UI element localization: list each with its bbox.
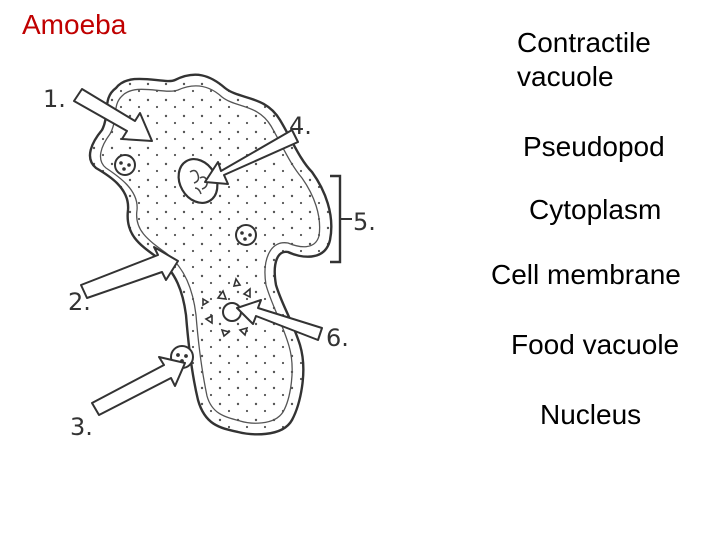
arrow-3 xyxy=(92,357,185,415)
vacuole-middle xyxy=(236,225,256,245)
arrow-2 xyxy=(81,247,178,298)
label-4: 4. xyxy=(289,112,312,140)
label-1: 1. xyxy=(43,85,66,113)
label-5: 5. xyxy=(353,208,376,236)
vacuole-upper-left xyxy=(115,155,135,175)
label-6: 6. xyxy=(326,324,349,352)
label-2: 2. xyxy=(68,288,91,316)
label-3: 3. xyxy=(70,413,93,441)
